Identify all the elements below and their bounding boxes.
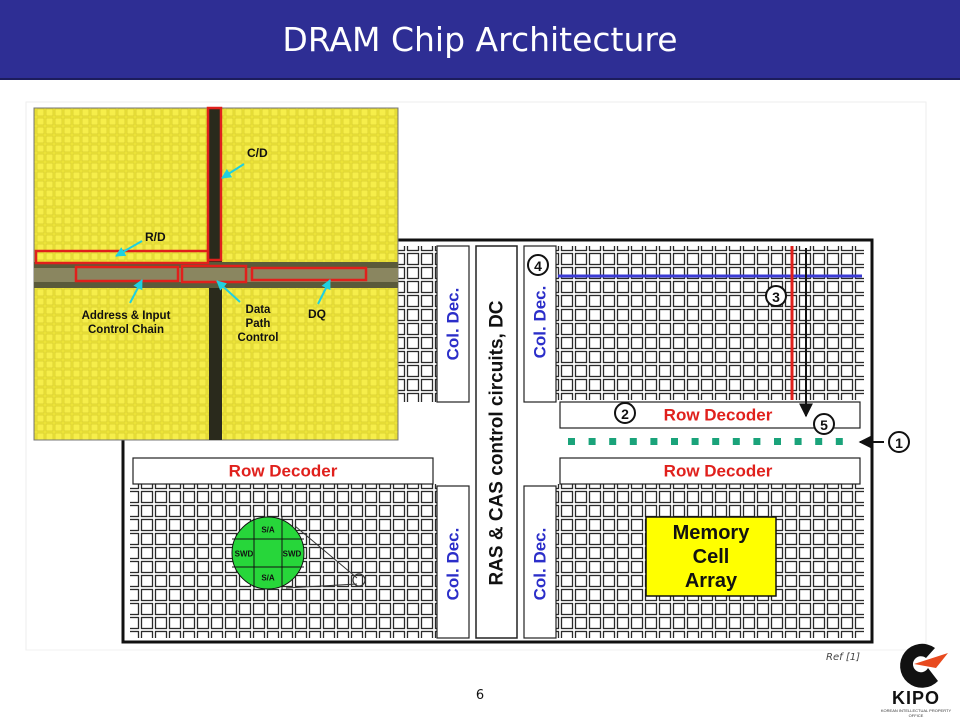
die-photo: C/D R/D Address & Input Control Chain Da…: [33, 106, 399, 441]
row-decoder-label-bottom-right: Row Decoder: [664, 462, 773, 481]
address-bus-dots: [568, 438, 843, 445]
rd-label: R/D: [145, 230, 166, 244]
memory-cell-array-line-2: Cell: [693, 546, 730, 568]
data-path-label-line-2: Path: [246, 318, 271, 330]
bus-dot: [609, 438, 617, 445]
address-input-label-line-1: Address & Input: [82, 310, 171, 322]
bus-dot: [835, 438, 843, 445]
subarray-swd-right: SWD: [283, 550, 302, 559]
page-title: DRAM Chip Architecture: [282, 20, 678, 59]
subarray-zoom-circle: S/A S/A SWD SWD: [231, 516, 305, 590]
subarray-swd-left: SWD: [235, 550, 254, 559]
data-path-label-line-1: Data: [246, 304, 272, 316]
step-marker-1: 1: [888, 431, 910, 453]
bus-dot: [691, 438, 699, 445]
col-decoder-block-top-left: [436, 245, 470, 403]
title-bar: DRAM Chip Architecture: [0, 0, 960, 80]
col-decoder-label-top-left: Col. Dec.: [444, 288, 463, 361]
memory-cell-array-line-1: Memory: [673, 522, 751, 544]
data-path-label-line-3: Control: [238, 332, 279, 344]
step-marker-4-label: 4: [534, 258, 542, 274]
cd-highlight-box: [206, 106, 223, 262]
bus-dot: [753, 438, 761, 445]
address-input-highlight-box: [74, 265, 180, 283]
control-circuit-label: RAS & CAS control circuits, DC: [487, 300, 508, 585]
step-marker-1-label: 1: [895, 435, 903, 451]
row-decoder-block-bottom-left: [132, 457, 434, 485]
memory-cell-array-line-3: Array: [685, 570, 738, 592]
dq-pointer-arrow: [317, 279, 331, 305]
data-path-highlight-box: [180, 264, 248, 284]
kipo-logo-mark: [900, 643, 948, 688]
step-marker-5: 5: [813, 413, 835, 435]
bus-dot: [568, 438, 575, 445]
bus-dot: [815, 438, 823, 445]
cd-pointer-arrow: [221, 163, 245, 179]
address-pointer-arrow: [129, 279, 143, 304]
step-marker-2: 2: [614, 402, 636, 424]
row-decoder-block-bottom-right: [559, 457, 861, 485]
subarray-sa-bottom: S/A: [261, 574, 275, 583]
row-decoder-label-top-right: Row Decoder: [664, 406, 773, 425]
cell-array-top-right: [556, 246, 864, 400]
bus-dot: [650, 438, 658, 445]
die-horizontal-spine-detail: [34, 268, 398, 282]
step-marker-2-label: 2: [621, 406, 629, 422]
rd-pointer-arrow: [115, 240, 143, 257]
page-number: 6: [475, 688, 485, 703]
row-decoder-label-bottom-left: Row Decoder: [229, 462, 338, 481]
step-marker-4: 4: [527, 254, 549, 276]
cd-label: C/D: [247, 146, 268, 160]
data-path-pointer-arrow: [216, 280, 241, 303]
bus-dot: [774, 438, 781, 445]
dq-highlight-box: [250, 266, 368, 282]
reference-note: Ref [1]: [826, 652, 860, 663]
bus-dot: [712, 438, 720, 445]
bus-dot: [794, 438, 802, 445]
kipo-logo-text: KIPO: [891, 688, 940, 708]
subarray-sa-top: S/A: [261, 526, 275, 535]
step-marker-5-label: 5: [820, 417, 828, 433]
col-decoder-block-bottom-left: [436, 485, 470, 639]
zoom-line-top: [294, 525, 358, 579]
bus-dot: [671, 438, 678, 445]
kipo-logo-subtitle: KOREAN INTELLECTUAL PROPERTY OFFICE: [880, 708, 952, 718]
dq-label: DQ: [308, 307, 326, 321]
zoom-target-circle: [352, 573, 366, 587]
step-marker-3: 3: [765, 285, 787, 307]
bus-dot: [588, 438, 596, 445]
memory-cell-array-box: [645, 516, 777, 597]
control-circuit-block: [475, 245, 518, 639]
col-decoder-label-bottom-right: Col. Dec.: [531, 528, 550, 601]
bus-dot: [629, 438, 637, 445]
zoom-line-bottom: [285, 583, 358, 589]
col-decoder-label-bottom-left: Col. Dec.: [444, 528, 463, 601]
col-decoder-block-bottom-right: [523, 485, 557, 639]
address-input-label-line-2: Control Chain: [88, 324, 164, 336]
bus-dot: [732, 438, 740, 445]
col-decoder-label-top-right: Col. Dec.: [531, 286, 550, 359]
step-marker-3-label: 3: [772, 289, 780, 305]
